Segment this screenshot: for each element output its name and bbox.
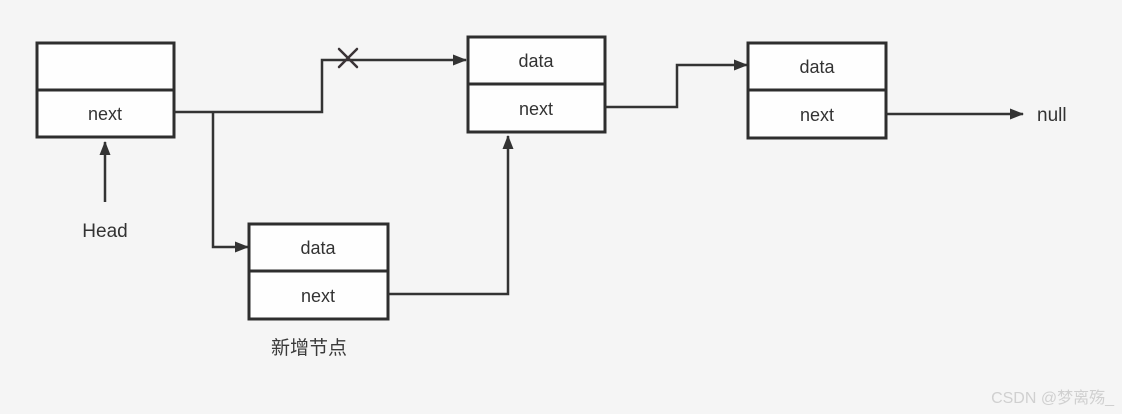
broken-link-x-icon: [337, 47, 359, 69]
watermark: CSDN @梦离殇_: [991, 389, 1115, 407]
old-link-arrow: [174, 54, 467, 114]
head-node-box: next: [35, 41, 176, 139]
head-node-next-label: next: [88, 104, 122, 124]
node-b-next-label: next: [800, 105, 834, 125]
node-a-box: data next: [466, 35, 607, 134]
node-b-box: data next: [746, 41, 888, 140]
head-label: Head: [82, 221, 127, 242]
new-node-data-label: data: [300, 238, 336, 258]
node-a-to-node-b-arrow: [605, 59, 748, 109]
node-a-data-label: data: [518, 51, 554, 71]
new-node-to-node-a-arrow: [388, 135, 514, 296]
new-node-box: data next: [247, 222, 390, 321]
new-node-caption: 新增节点: [271, 337, 347, 359]
null-label: null: [1037, 105, 1067, 126]
new-node-next-label: next: [301, 286, 335, 306]
insert-branch-arrow: [211, 112, 249, 253]
node-b-data-label: data: [799, 57, 835, 77]
node-a-next-label: next: [519, 99, 553, 119]
